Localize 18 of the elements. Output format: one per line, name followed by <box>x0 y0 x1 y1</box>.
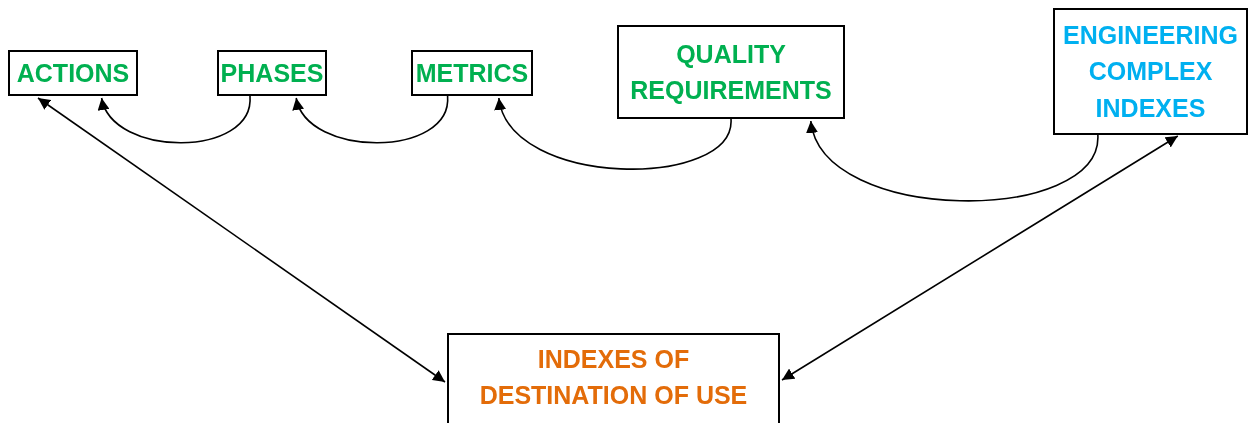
node-label: INDEXES OF DESTINATION OF USE <box>479 344 748 412</box>
node-label: METRICS <box>415 57 529 89</box>
node-label: PHASES <box>220 57 324 89</box>
node-label: ENGINEERING COMPLEX INDEXES <box>1063 20 1238 124</box>
arrow <box>37 97 446 383</box>
concept-box <box>217 50 327 96</box>
concept-box <box>1053 8 1248 135</box>
arrow <box>496 97 732 170</box>
concept-box <box>447 333 780 423</box>
concept-box <box>411 50 533 96</box>
arrow <box>100 95 251 144</box>
concept-box <box>8 50 138 96</box>
arrow <box>808 120 1099 202</box>
concept-box <box>617 25 845 119</box>
arrow <box>781 135 1179 381</box>
node-label: QUALITY REQUIREMENTS <box>630 38 832 106</box>
arrow <box>294 95 449 144</box>
node-label: ACTIONS <box>16 57 130 89</box>
